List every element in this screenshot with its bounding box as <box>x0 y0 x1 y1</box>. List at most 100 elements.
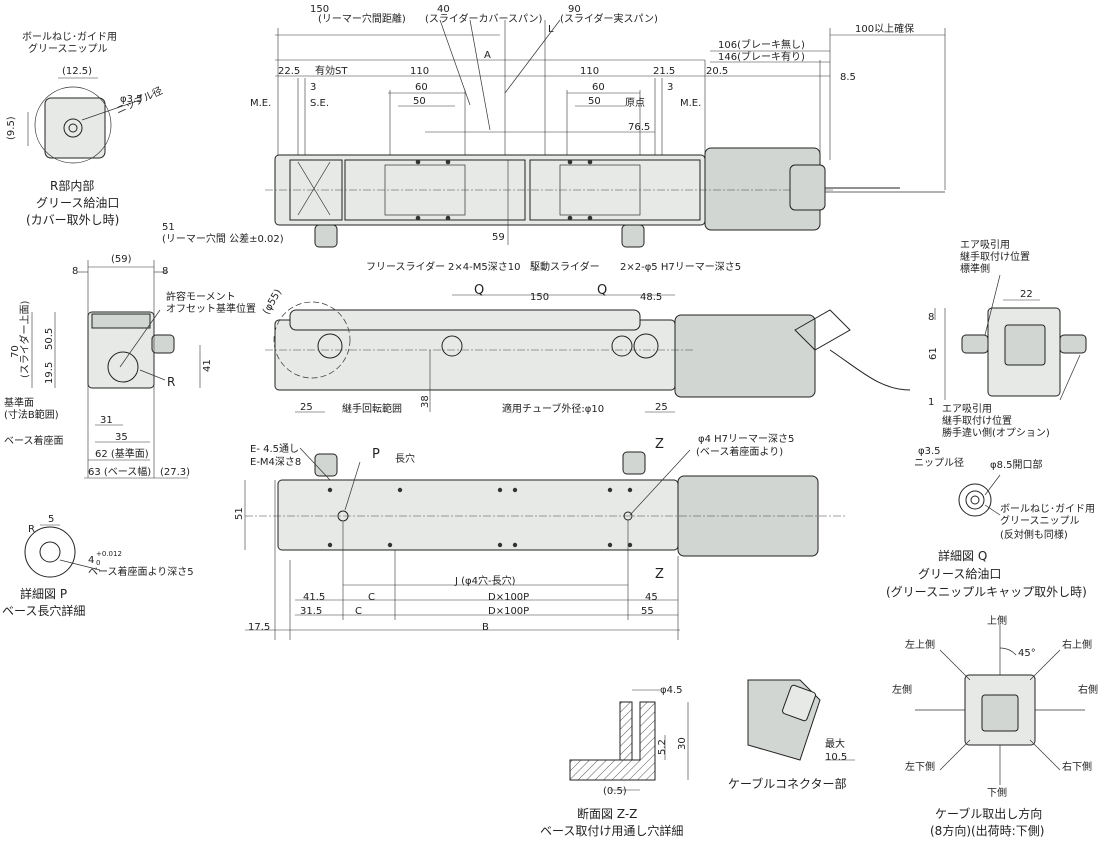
r-dim-125: (12.5) <box>62 66 92 77</box>
detail-q <box>958 474 1001 517</box>
r-nipple-label-2: グリースニップル <box>28 42 108 55</box>
cd-caption-2: (8方向)(出荷時:下側) <box>930 823 1044 838</box>
r-detail <box>27 77 141 164</box>
ev-dim-195: 19.5 <box>44 362 55 384</box>
bv-from-base: (ベース着座面より) <box>696 445 783 458</box>
re-air-6: 勝手違い側(オプション) <box>942 426 1050 439</box>
detail-p-labels: R 5 4 +0.012 0 ベース着座面より深さ5 詳細図 P ベース長穴詳細 <box>2 514 194 618</box>
ev-r-label: R <box>167 375 175 389</box>
dq-note-3: (反対側も同様) <box>1000 528 1068 541</box>
dim-150: 150 <box>310 4 329 15</box>
callout-m5: 2×4-M5深さ10 <box>448 261 520 273</box>
bv-dim-c-1: C <box>368 592 375 603</box>
ev-dim-31: 31 <box>100 415 113 426</box>
bv-reamer: φ4 H7リーマー深さ5 <box>698 433 794 445</box>
ev-dim-slider-top: (スライダー上面) <box>18 300 31 378</box>
dim-l: L <box>548 24 554 35</box>
bv-dim-c-2: C <box>355 606 362 617</box>
top-view-labels: 150 (リーマー穴間距離) 40 (スライダーカバースパン) 90 (スライダ… <box>162 4 914 273</box>
callout-reamer: 2×2-φ5 H7リーマー深さ5 <box>620 261 741 273</box>
bv-z-bottom: Z <box>655 567 664 582</box>
right-end-labels: エア吸引用 継手取付け位置 標準側 エア吸引用 継手取付け位置 勝手違い側(オプ… <box>928 239 1050 439</box>
ev-dim-273: (27.3) <box>160 467 190 478</box>
dp-caption-2: ベース長穴詳細 <box>2 603 85 618</box>
dp-tol-plus: +0.012 <box>96 550 122 558</box>
ev-dim-63: 63 (ベース幅) <box>88 465 151 478</box>
dq-nipple: ニップル径 <box>914 456 964 469</box>
dp-depth: ベース着座面より深さ5 <box>88 565 194 578</box>
re-air-3: 標準側 <box>960 262 990 275</box>
top-view <box>265 19 946 248</box>
bv-dim-j: J (φ4穴-長穴) <box>454 574 516 587</box>
cd-45deg: 45° <box>1018 648 1036 659</box>
dim-110-right: 110 <box>580 66 599 77</box>
cc-caption: ケーブルコネクター部 <box>728 776 847 791</box>
bv-slot: 長穴 <box>395 452 415 465</box>
zz-caption-2: ベース取付け用通し穴詳細 <box>540 823 683 838</box>
bv-e45: E- 4.5通し <box>250 443 299 455</box>
ev-dim-8-left: 8 <box>72 266 78 277</box>
dim-effective-st: 有効ST <box>315 64 348 77</box>
dim-51: 51 <box>162 222 175 233</box>
r-dim-phi35: φ3.5 <box>120 94 143 105</box>
dim-60-right: 60 <box>592 82 605 93</box>
cable-connector-labels: 最大 10.5 ケーブルコネクター部 <box>728 737 847 791</box>
sv-q-right: Q <box>597 283 607 298</box>
bv-dim-51: 51 <box>234 507 245 520</box>
bv-dim-415: 41.5 <box>303 592 325 603</box>
sv-dim-485: 48.5 <box>640 292 662 303</box>
dim-60-left: 60 <box>415 82 428 93</box>
cd-lower-right: 右下側 <box>1062 760 1092 773</box>
dp-tol-zero: 0 <box>96 559 100 567</box>
re-air-5: 継手取付け位置 <box>942 414 1012 427</box>
section-zz-labels: φ4.5 5.2 30 (0.5) 断面図 Z-Z ベース取付け用通し穴詳細 <box>540 685 688 838</box>
cd-upper-right: 右上側 <box>1062 638 1092 651</box>
ev-dim-59: (59) <box>111 254 132 265</box>
brake-none: 106(ブレーキ無し) <box>718 38 805 51</box>
reamer-note: (リーマー穴間 公差±0.02) <box>162 232 284 245</box>
bv-dim-45: 45 <box>645 592 658 603</box>
dim-3-left: 3 <box>310 82 316 93</box>
ev-moment-1: 許容モーメント <box>166 290 236 303</box>
r-dim-95: (9.5) <box>6 116 17 140</box>
dp-dim-5: 5 <box>48 514 54 525</box>
ev-dim-70: 70 <box>10 345 21 358</box>
dim-59: 59 <box>492 232 505 243</box>
dq-caption-3: (グリースニップルキャップ取外し時) <box>886 585 1087 599</box>
dim-765: 76.5 <box>628 122 650 133</box>
dim-3-right: 3 <box>667 82 673 93</box>
sv-dim-phi55: (φ55) <box>261 287 284 316</box>
dim-a: A <box>484 50 491 61</box>
dq-phi35: φ3.5 <box>918 446 941 457</box>
dq-caption-1: 詳細図 Q <box>938 548 987 563</box>
cd-right: 右側 <box>1078 683 1098 696</box>
dp-dim-4: 4 <box>88 555 94 566</box>
bv-dim-d100p-2: D×100P <box>488 606 529 617</box>
right-end-view <box>934 274 1087 401</box>
r-caption-3: (カバー取外し時) <box>26 213 119 227</box>
ev-dim-41: 41 <box>202 359 213 372</box>
re-dim-8: 8 <box>928 312 934 323</box>
ev-ref-face: 基準面 <box>4 396 34 409</box>
ev-ref-range: (寸法B範囲) <box>4 408 59 421</box>
re-air-4: エア吸引用 <box>942 403 992 415</box>
ev-dim-62: 62 (基準面) <box>95 447 149 460</box>
dim-150-note: (リーマー穴間距離) <box>318 12 406 25</box>
sv-dim-150: 150 <box>530 292 549 303</box>
bv-p-label: P <box>372 447 380 462</box>
section-zz <box>569 689 689 791</box>
dq-note-2: グリースニップル <box>1000 514 1080 527</box>
re-dim-1: 1 <box>928 397 934 408</box>
callout-drive-slider: 駆動スライダー <box>530 260 600 273</box>
sv-dim-38: 38 <box>420 395 431 408</box>
zz-30: 30 <box>677 737 688 750</box>
cd-up: 上側 <box>987 614 1007 627</box>
bv-z-top: Z <box>655 437 664 452</box>
dim-90: 90 <box>568 4 581 15</box>
cable-direction <box>915 625 1085 785</box>
cd-upper-left: 左上側 <box>905 638 935 651</box>
zz-52: 5.2 <box>657 739 668 755</box>
cd-caption-1: ケーブル取出し方向 <box>935 806 1042 821</box>
